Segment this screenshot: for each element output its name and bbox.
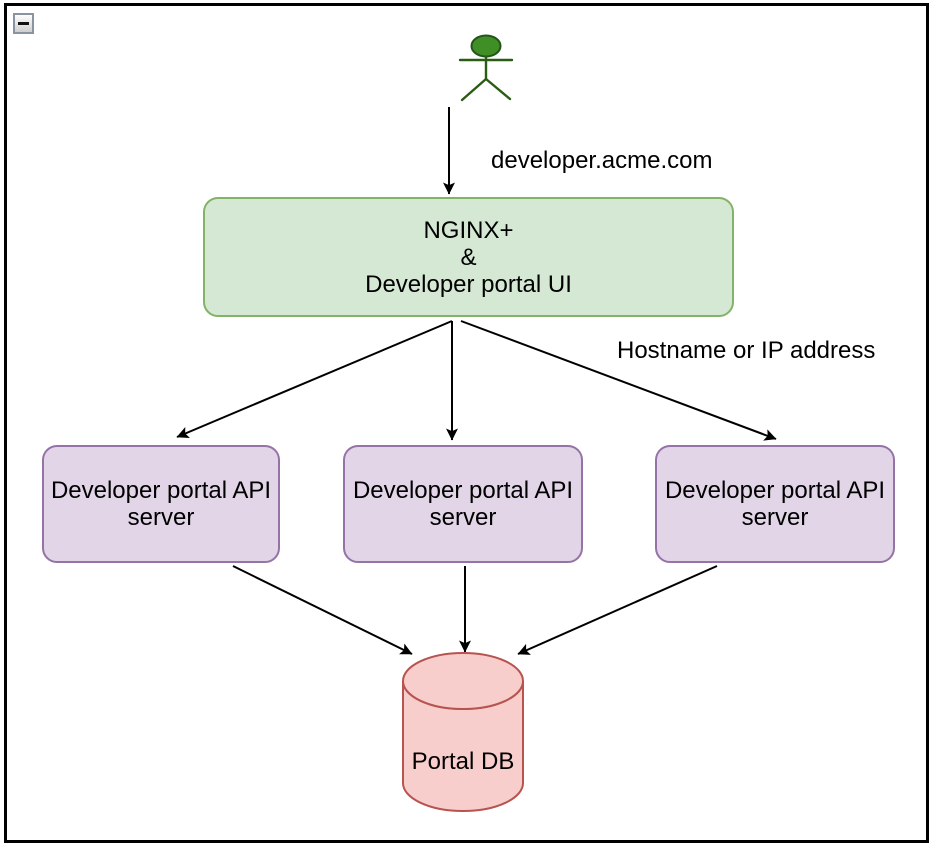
node-api-server-3[interactable]: Developer portal API server bbox=[655, 445, 895, 563]
minus-icon bbox=[18, 22, 29, 25]
node-api-server-2[interactable]: Developer portal API server bbox=[343, 445, 583, 563]
edge-label-request-url: developer.acme.com bbox=[491, 147, 713, 174]
developer-actor-icon[interactable] bbox=[458, 34, 514, 102]
api-server-label: Developer portal API server bbox=[664, 477, 886, 531]
database-label: Portal DB bbox=[411, 748, 515, 775]
edge-api-3-to-db bbox=[517, 565, 718, 655]
node-gateway[interactable]: NGINX+ & Developer portal UI bbox=[203, 197, 734, 317]
gateway-label: NGINX+ & Developer portal UI bbox=[365, 216, 572, 298]
edge-label-hostname: Hostname or IP address bbox=[617, 337, 876, 364]
edge-gateway-to-api-3 bbox=[460, 320, 777, 441]
api-server-label: Developer portal API server bbox=[352, 477, 574, 531]
edge-api-1-to-db bbox=[232, 565, 413, 655]
edge-gateway-to-api-1 bbox=[176, 320, 453, 439]
node-api-server-1[interactable]: Developer portal API server bbox=[42, 445, 280, 563]
api-server-label: Developer portal API server bbox=[50, 477, 272, 531]
collapse-toggle-button[interactable] bbox=[13, 13, 34, 34]
database-cylinder[interactable] bbox=[402, 652, 524, 812]
